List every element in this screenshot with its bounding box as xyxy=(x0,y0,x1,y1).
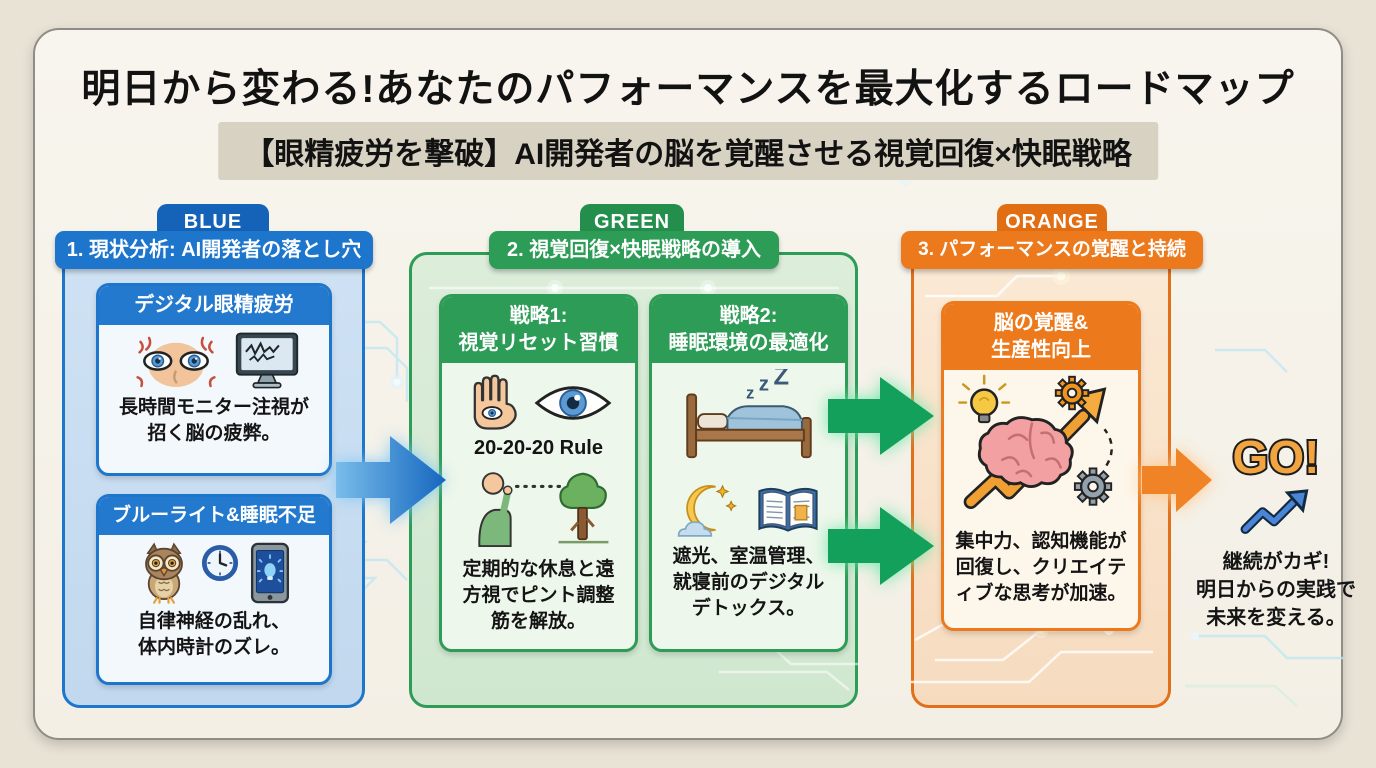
card-title: デジタル眼精疲労 xyxy=(99,286,329,325)
page-subtitle: 【眼精疲労を撃破】AI開発者の脳を覚醒させる視覚回復×快眠戦略 xyxy=(218,122,1158,180)
eye-icon xyxy=(534,386,611,420)
circuit-traces-green xyxy=(429,280,858,691)
flow-arrow-green-bottom xyxy=(828,507,934,585)
tired-eyes-icon xyxy=(136,336,216,388)
outcome-section: GO! 継続がカギ! 明日からの実践で 未来を変える。 xyxy=(1196,429,1356,632)
card-bluelight-sleep: ブルーライト&睡眠不足 xyxy=(96,494,332,685)
card-title: 戦略1: 視覚リセット習慣 xyxy=(442,297,635,363)
clock-icon xyxy=(201,544,239,581)
owl-icon xyxy=(145,542,183,604)
column-header-blue: 1. 現状分析: AI開発者の落とし穴 xyxy=(55,231,373,269)
card-text: 集中力、認知機能が 回復し、クリエイテ ィブな思考が加速。 xyxy=(955,531,1127,605)
card-text: 遮光、室温管理、 就寝前のデジタル デトックス。 xyxy=(672,546,825,620)
card-title: ブルーライト&睡眠不足 xyxy=(99,497,329,535)
svg-text:z: z xyxy=(758,373,768,396)
card-brain-productivity: 脳の覚醒& 生産性向上 xyxy=(941,301,1141,631)
svg-text:z: z xyxy=(746,383,754,402)
open-book-icon xyxy=(757,487,818,532)
flow-arrow-orange xyxy=(1142,448,1212,512)
flow-arrow-blue xyxy=(336,436,446,524)
hand-eye-icon xyxy=(473,374,517,430)
bed-sleep-icon: z z Z xyxy=(685,363,812,459)
card-strategy-2: 戦略2: 睡眠環境の最適化 z z Z xyxy=(649,294,848,652)
go-zigzag-arrow-icon xyxy=(1240,489,1309,535)
smartphone-blue-light-icon xyxy=(250,542,290,603)
card-text: 自律神経の乱れ、 体内時計のズレ。 xyxy=(137,610,291,658)
card-title: 脳の覚醒& 生産性向上 xyxy=(944,304,1138,370)
go-label: GO! xyxy=(1231,429,1322,485)
card-digital-eyestrain: デジタル眼精疲労 xyxy=(96,283,332,476)
flow-arrow-green-top xyxy=(828,377,934,455)
svg-text:Z: Z xyxy=(773,369,789,391)
svg-text:GO!: GO! xyxy=(1233,431,1320,483)
outcome-text: 継続がカギ! 明日からの実践で 未来を変える。 xyxy=(1196,551,1356,629)
card-strategy-1: 戦略1: 視覚リセット習慣 20-20-20 Rule xyxy=(439,294,638,652)
card-title: 戦略2: 睡眠環境の最適化 xyxy=(652,297,845,363)
card-text: 定期的な休息と遠 方視でピント調整 筋を解放。 xyxy=(462,559,615,633)
lightbulb-icon xyxy=(958,374,1011,424)
page-title: 明日から変わる!あなたのパフォーマンスを最大化するロードマップ xyxy=(81,68,1295,111)
column-header-orange: 3. パフォーマンスの覚醒と持続 xyxy=(901,231,1203,269)
person-looking-at-tree-icon xyxy=(477,472,608,548)
brain-icon xyxy=(958,374,1113,510)
moon-stars-icon xyxy=(677,484,737,537)
card-text: 長時間モニター注視が 招く脳の疲弊。 xyxy=(118,397,309,445)
rule-20-20-20-label: 20-20-20 Rule xyxy=(474,437,603,459)
monitor-icon xyxy=(235,332,299,389)
gear-icon xyxy=(1054,375,1113,506)
column-header-green: 2. 視覚回復×快眠戦略の導入 xyxy=(489,231,779,269)
